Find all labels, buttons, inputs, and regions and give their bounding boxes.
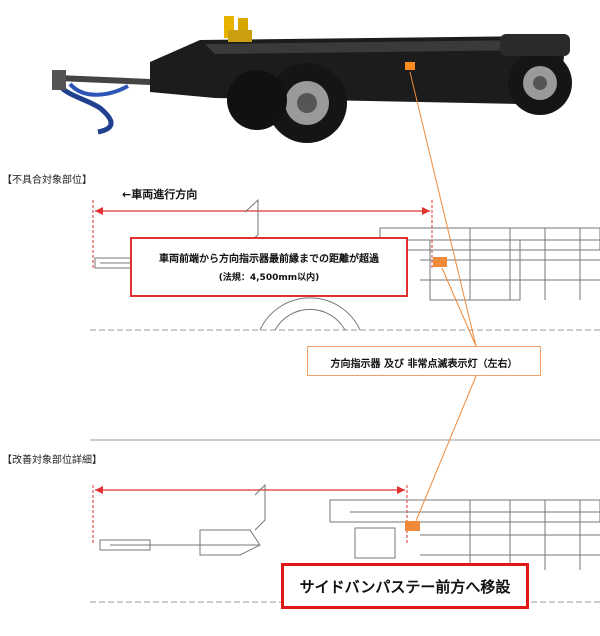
turn-signal-lamp-new [405,521,420,531]
fix-text: サイドバンパステー前方へ移設 [299,578,511,596]
defect-callout: 車両前端から方向指示器最前縁までの距離が超過 (法規：4,500mm以内) [130,237,408,297]
regulation-text: (法規：4,500mm以内) [218,273,320,283]
travel-direction-label: ←車両進行方向 [122,188,198,201]
trailer-photo [52,16,572,143]
section-defect-label: 【不具合対象部位】 [2,175,92,186]
leader-lines [409,71,477,522]
section-fix-label: 【改善対象部位詳細】 [2,455,102,466]
turn-signal-lamp-old [433,257,447,267]
diagram-defect-drawing [90,198,600,331]
lamp-label: 方向指示器 及び 非常点滅表示灯（左右） [330,359,518,370]
fix-callout: サイドバンパステー前方へ移設 [281,563,529,609]
lamp-callout: 方向指示器 及び 非常点滅表示灯（左右） [307,346,541,376]
defect-text: 車両前端から方向指示器最前縁までの距離が超過 [159,254,379,265]
